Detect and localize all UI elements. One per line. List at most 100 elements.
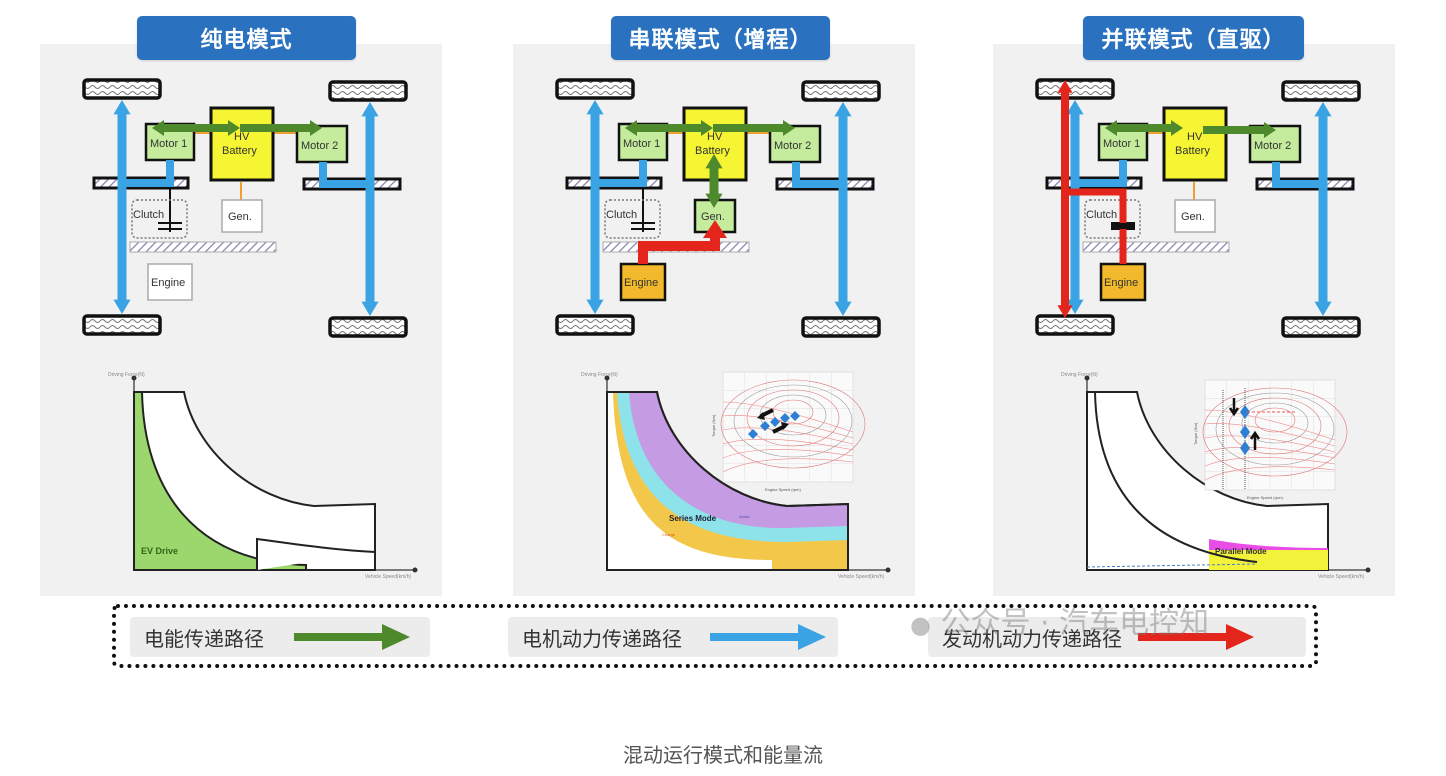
region-label-series: Series Mode [669,514,717,523]
ev-boundary [1094,391,1258,563]
generator-label: Gen. [1181,211,1205,223]
battery-label-battery: Battery [1175,145,1210,157]
power-line [1204,457,1336,467]
x-axis-label: Vehicle Speed(km/h) [365,574,411,580]
watermark: ● 公众号 · 汽车电控知 [910,598,1209,642]
max-force-envelope [1086,391,1329,571]
driving-force-chart-parallel: Driving Force(N)Vehicle Speed(km/h)Paral… [1061,372,1371,580]
wheel-icon [555,78,635,100]
operating-point [1240,441,1250,455]
operating-point [1240,405,1250,419]
electric-flow-left-arrow [152,120,240,136]
hv-battery-box [209,106,275,182]
shaft-engine [129,241,277,253]
battery-label-hv: HV [1187,131,1203,143]
axis-end [1365,567,1371,573]
motor-2-label: Motor 2 [774,140,811,152]
motor-flow-front-arrow [586,100,604,314]
region-label-ev: EV Drive [141,546,178,556]
low-region [607,392,772,570]
figure-caption: 混动运行模式和能量流 [623,743,823,767]
arrow-up-icon [1249,430,1261,450]
motor-flow-rear-arrow [361,102,379,316]
wechat-icon: ● [910,611,931,639]
power-line [1204,446,1336,459]
engine-label: Engine [1104,277,1138,289]
generator-label: Gen. [228,211,252,223]
motor-flow-rear-link [319,162,370,188]
motor-1-label: Motor 1 [623,138,660,150]
engine-label: Engine [624,277,658,289]
wheel-icon [555,314,635,336]
generator-label: Gen. [701,211,725,223]
motor-flow-front-link [1075,160,1127,187]
efficiency-contour [1228,397,1322,455]
clutch-label: Clutch [606,209,637,221]
power-flows [1057,80,1332,318]
operating-point [1240,425,1250,439]
axis-end [412,567,418,573]
axis-end [1084,375,1090,381]
power-line [1204,466,1336,481]
legend-label-engine: 发动机动力传递路径 [942,626,1122,651]
engine-flow-path [638,232,720,264]
battery-label-hv: HV [234,131,250,143]
clutch-label: Clutch [1086,209,1117,221]
electric-flow-right-arrow [240,120,322,136]
engine-region [256,537,376,570]
efficiency-contour [746,389,840,447]
efficiency-contour [1215,392,1335,466]
motor-1-label: Motor 1 [150,138,187,150]
legend-item-motor: 电机动力传递路径 [508,617,838,657]
engine-box [1099,262,1147,302]
motor-2-label: Motor 2 [1254,140,1291,152]
legend-label-motor: 电机动力传递路径 [522,626,682,651]
x-axis-label: Vehicle Speed(km/h) [838,574,884,580]
electric-flow-left-arrow [625,120,713,136]
panel-title-series: 串联模式（增程） [611,16,830,60]
wheel-icon [801,80,881,102]
engine-flow-wheel-arrow [1057,80,1073,318]
shaft-engine [1082,241,1230,253]
inset-y-label: Torque (Nm) [1193,422,1198,445]
driving-force-chart-series: Driving Force(N)Vehicle Speed(km/h)Serie… [581,371,891,580]
electric-flow-right-arrow [713,120,795,136]
legend-frame [112,604,1318,668]
motor-flow-rear-arrow [1314,102,1332,316]
threshold-line [1086,563,1258,568]
driving-force-chart-ev: Driving Force(N) Vehicle Speed(km/h) EV Dr… [108,372,418,580]
motor-flow-front-link [595,160,647,187]
wheel-icon [1281,80,1361,102]
wheel-icon [1281,316,1361,338]
engine-map-inset: Engine Speed (rpm) Torque (Nm) [1193,379,1348,500]
inset-x-label: Engine Speed (rpm) [1247,495,1283,500]
efficiency-contour [1241,402,1309,444]
legend-item-engine: 发动机动力传递路径 [928,617,1306,657]
motor-flow-front-arrow [1066,100,1084,314]
efficiency-contour [720,379,866,469]
legend-item-electric: 电能传递路径 [130,617,430,657]
power-line [722,401,854,433]
clutch-engaged [1111,223,1135,229]
operating-point [748,429,758,439]
arrow-down-icon [1228,398,1240,417]
electric-flow-left-arrow [1105,120,1183,136]
operating-point [760,421,770,431]
wheel-icon [801,316,881,338]
motor-flow-front-link [122,160,174,187]
power-flows [586,100,852,316]
region-label-parallel: Parallel Mode [1215,547,1267,556]
generator-box [1174,199,1216,233]
efficiency-contour [733,384,853,458]
motor-flow-rear-arrow [834,102,852,316]
engine-map-inset: Engine Speed (rpm)Torque (Nm) [711,371,866,492]
engine-box [147,263,193,301]
wheel-icon [1035,78,1115,100]
wheel-icon [82,314,162,336]
motor-flow-rear-link [1272,162,1323,188]
wheel-icon [82,78,162,100]
y-axis-label: Driving Force(N) [108,372,145,378]
battery-label-battery: Battery [222,145,257,157]
